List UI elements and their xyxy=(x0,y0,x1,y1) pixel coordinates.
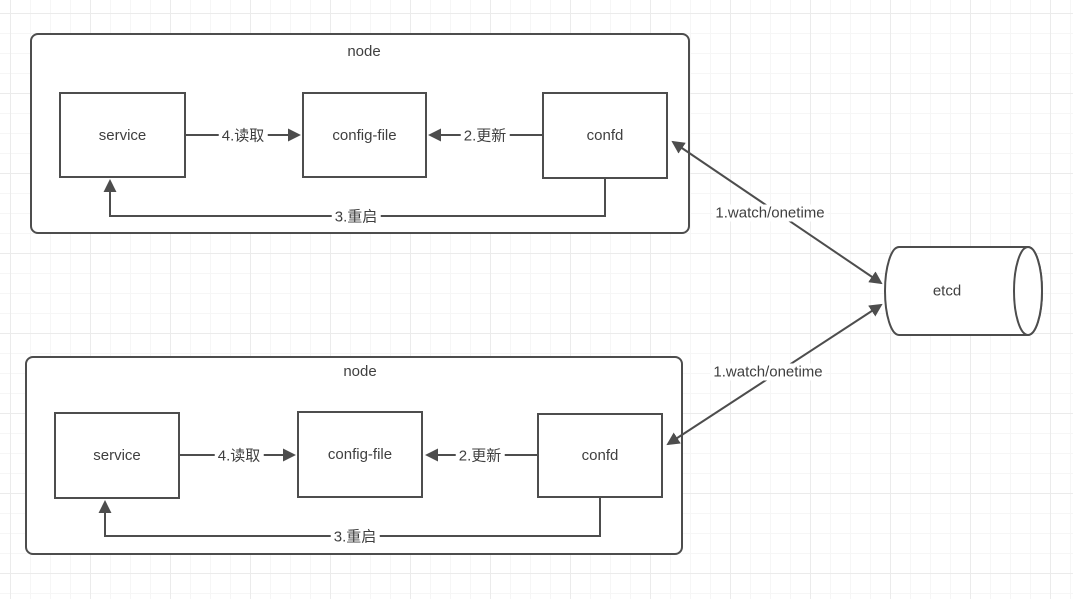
edge-label-update-bottom: 2.更新 xyxy=(455,444,505,466)
config-file-box-top: config-file xyxy=(302,92,427,178)
node-title-bottom: node xyxy=(343,363,377,380)
service-box-top: service xyxy=(59,92,186,178)
edge-label-restart-top: 3.重启 xyxy=(331,205,381,227)
config-file-box-bottom: config-file xyxy=(297,411,423,498)
etcd-cylinder-cap xyxy=(1013,246,1043,336)
service-box-bottom: service xyxy=(54,412,180,499)
edge-label-read-bottom: 4.读取 xyxy=(214,444,264,466)
confd-box-bottom: confd xyxy=(537,413,663,498)
node-title-top: node xyxy=(347,43,381,60)
etcd-label: etcd xyxy=(932,282,962,300)
edge-label-watch-bottom: 1.watch/onetime xyxy=(710,363,826,381)
edge-label-watch-top: 1.watch/onetime xyxy=(712,204,828,222)
edge-label-restart-bottom: 3.重启 xyxy=(330,525,380,547)
edge-label-read-top: 4.读取 xyxy=(218,124,268,146)
edge-label-update-top: 2.更新 xyxy=(460,124,510,146)
confd-box-top: confd xyxy=(542,92,668,179)
